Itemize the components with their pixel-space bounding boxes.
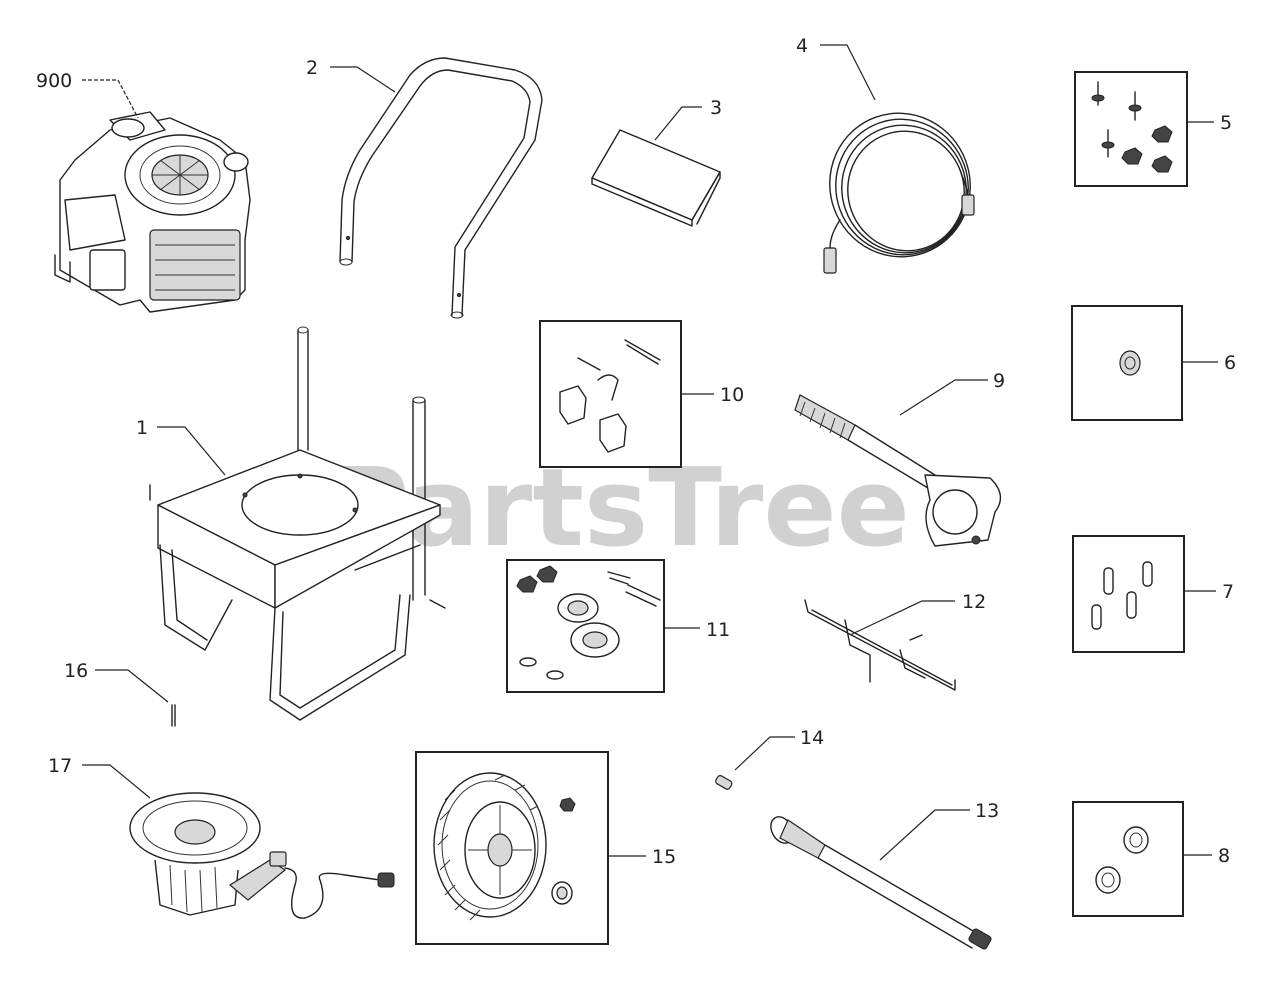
part-10-hardware-kit[interactable]	[539, 320, 682, 468]
callout-2: 2	[306, 57, 318, 79]
part-4-hose[interactable]	[810, 93, 991, 276]
part-1-frame[interactable]	[149, 326, 446, 721]
part-17-pump[interactable]	[129, 792, 395, 919]
part-14-fitting[interactable]	[715, 775, 733, 791]
callout-7: 7	[1222, 581, 1234, 603]
part-2-handle[interactable]	[339, 57, 543, 319]
part-12-bracket[interactable]	[804, 599, 956, 691]
callout-5: 5	[1220, 112, 1232, 134]
callout-15: 15	[652, 846, 676, 868]
callout-14: 14	[800, 727, 824, 749]
callout-9: 9	[993, 370, 1005, 392]
callout-13: 13	[975, 800, 999, 822]
part-7-pins[interactable]	[1072, 535, 1185, 653]
callout-900: 900	[36, 70, 72, 92]
callout-16: 16	[64, 660, 88, 682]
part-5-hardware-kit[interactable]	[1074, 71, 1188, 187]
callout-6: 6	[1224, 352, 1236, 374]
part-3-manual[interactable]	[591, 129, 721, 227]
callout-12: 12	[962, 591, 986, 613]
callout-17: 17	[48, 755, 72, 777]
callout-10: 10	[720, 384, 744, 406]
callout-11: 11	[706, 619, 730, 641]
callout-3: 3	[710, 97, 722, 119]
part-9-spray-gun[interactable]	[794, 394, 1002, 547]
callout-4: 4	[796, 35, 808, 57]
part-8-nozzles[interactable]	[1072, 801, 1184, 917]
callout-8: 8	[1218, 845, 1230, 867]
part-6-fitting[interactable]	[1071, 305, 1183, 421]
part-11-wheel-kit[interactable]	[506, 559, 665, 693]
part-900-engine[interactable]	[54, 111, 251, 313]
callout-1: 1	[136, 417, 148, 439]
part-16-pin[interactable]	[171, 704, 176, 727]
part-15-wheel-kit[interactable]	[415, 751, 609, 945]
part-13-wand[interactable]	[766, 813, 992, 950]
